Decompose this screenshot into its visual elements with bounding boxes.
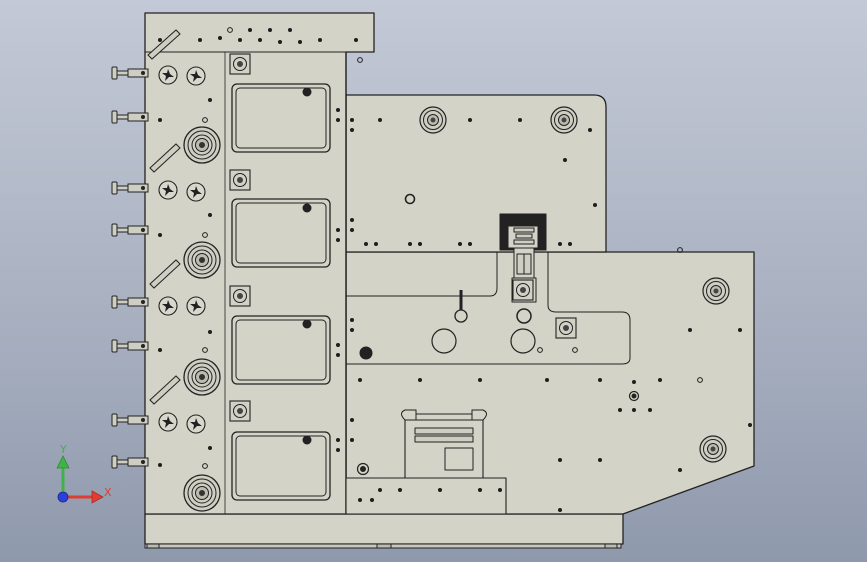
roller-3[interactable] (183, 358, 221, 396)
drive-shaft (513, 227, 535, 275)
station-window-3 (231, 315, 331, 385)
knob-4[interactable] (158, 412, 178, 432)
knob-1[interactable] (158, 65, 178, 85)
tension-rods (147, 29, 181, 405)
roller-1[interactable] (183, 126, 221, 164)
knob-2[interactable] (158, 180, 178, 200)
right-section-details (356, 193, 640, 476)
station-window-4 (231, 431, 331, 501)
station-window-1 (231, 83, 331, 153)
knob-3[interactable] (158, 296, 178, 316)
knob-2b[interactable] (186, 182, 206, 202)
roller-2[interactable] (183, 241, 221, 279)
axis-triad: Y X (56, 443, 112, 504)
x-axis-label: X (104, 486, 112, 499)
side-adjusters[interactable] (111, 66, 149, 469)
knob-3b[interactable] (186, 296, 206, 316)
knob-4b[interactable] (186, 414, 206, 434)
knob-1b[interactable] (186, 66, 206, 86)
y-axis-label: Y (59, 443, 67, 456)
station-window-2 (231, 198, 331, 268)
roller-4[interactable] (183, 474, 221, 512)
station-windows (231, 83, 331, 501)
